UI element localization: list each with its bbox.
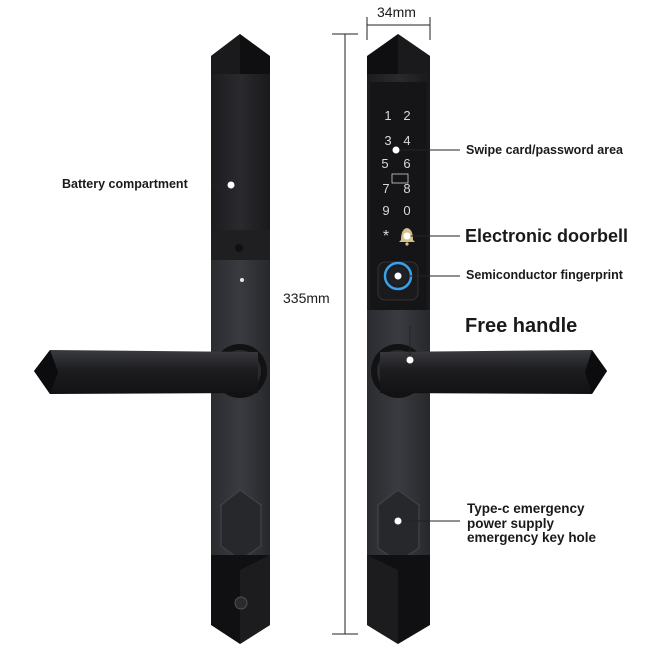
fingerprint-callout-dot [394, 272, 402, 280]
right-lock-front: 1 2 3 4 5 6 7 8 9 0 * [367, 34, 607, 644]
battery-callout-dot [227, 181, 235, 189]
card-reader-icon [391, 173, 409, 184]
callout-dots [227, 146, 414, 525]
left-key-cover [220, 489, 262, 561]
key-4[interactable]: 4 [403, 133, 410, 148]
battery-compartment-label: Battery compartment [62, 177, 188, 191]
key-1[interactable]: 1 [384, 108, 391, 123]
free-handle-label: Free handle [465, 315, 578, 337]
left-upper-body [211, 74, 270, 260]
key-2[interactable]: 2 [403, 108, 410, 123]
key-6[interactable]: 6 [403, 156, 410, 171]
typec-line-3: emergency key hole [467, 530, 597, 545]
electronic-doorbell-label: Electronic doorbell [465, 226, 629, 246]
handle-callout-dot [406, 356, 414, 364]
right-handle-lever [380, 350, 607, 394]
typec-line-1: Type-c emergency [467, 501, 585, 516]
swipe-callout-dot [392, 146, 400, 154]
key-8[interactable]: 8 [403, 181, 410, 196]
left-key-hole [234, 596, 248, 610]
width-dimension [366, 17, 431, 40]
callout-lines [211, 149, 460, 522]
left-lock-back [34, 34, 270, 644]
key-5[interactable]: 5 [381, 156, 388, 171]
width-dimension-label: 34mm [377, 4, 416, 20]
typec-label: Type-c emergency power supply emergency … [467, 501, 597, 546]
height-dimension [332, 33, 358, 635]
key-0[interactable]: 0 [403, 203, 410, 218]
typec-callout-dot [394, 517, 402, 525]
right-key-cover [377, 489, 420, 563]
key-7[interactable]: 7 [382, 181, 389, 196]
swipe-card-label: Swipe card/password area [466, 143, 624, 157]
key-3[interactable]: 3 [384, 133, 391, 148]
typec-line-2: power supply [467, 515, 555, 531]
left-handle-lever [34, 350, 258, 394]
key-9[interactable]: 9 [382, 203, 389, 218]
doorbell-callout-dot [403, 232, 411, 240]
height-dimension-label: 335mm [283, 290, 330, 306]
key-star[interactable]: * [383, 228, 389, 245]
fingerprint-label: Semiconductor fingerprint [466, 268, 623, 282]
